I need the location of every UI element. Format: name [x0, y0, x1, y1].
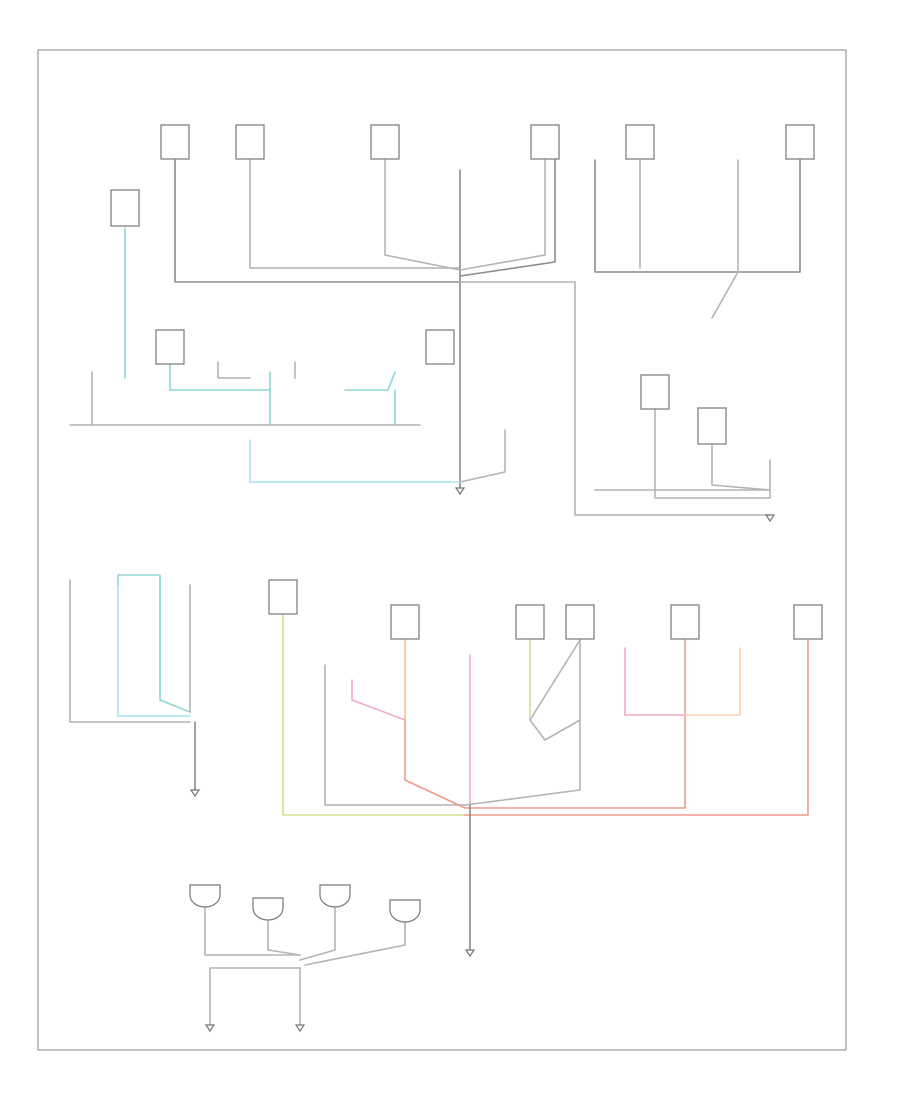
wire-left-cyan-5: [249, 439, 461, 483]
wire-col-3: [459, 159, 546, 271]
wire-col-2: [384, 159, 461, 271]
component-box: [565, 604, 595, 640]
component-box: [625, 124, 655, 160]
ground-arrow: [204, 1024, 216, 1033]
wire-mr-yellow: [282, 614, 466, 816]
ground-arrow: [454, 487, 466, 496]
wire-mr-red-bus: [404, 639, 686, 809]
component-box: [155, 329, 185, 365]
component-box: [785, 124, 815, 160]
component-box: [235, 124, 265, 160]
wire-mr-pink: [351, 679, 406, 721]
wire-mr-peach: [684, 647, 741, 716]
component-cup: [252, 897, 284, 921]
ground-arrow: [189, 789, 201, 798]
wire-top-bus-gray: [249, 159, 461, 269]
component-box: [370, 124, 400, 160]
component-box: [390, 604, 420, 640]
component-box: [697, 407, 727, 445]
wire-mr-gray-1: [324, 664, 466, 806]
wire-bottom-bus: [204, 904, 301, 956]
component-box: [670, 604, 700, 640]
middle-components: [268, 579, 823, 640]
component-box: [515, 604, 545, 640]
component-box: [425, 329, 455, 365]
component-cup: [389, 899, 421, 923]
bottom-section: [204, 904, 406, 1026]
component-cup: [319, 884, 351, 908]
component-box: [160, 124, 190, 160]
component-cup: [189, 884, 221, 908]
wire-mid-gray: [459, 429, 506, 483]
middle-left-section: [69, 574, 196, 791]
ground-points: [189, 487, 776, 1033]
wire-col-4: [459, 159, 556, 277]
wire-bottom-4: [304, 919, 406, 966]
wire-ml-gray-1: [69, 579, 191, 723]
component-box: [268, 579, 298, 615]
wire-right-diag: [711, 271, 739, 319]
wire-top-right-branch: [459, 281, 771, 516]
ground-arrow: [464, 949, 476, 958]
wire-mr-pink-3: [624, 647, 686, 716]
component-box: [793, 604, 823, 640]
middle-right-section: [282, 614, 809, 951]
wire-mr-red-far: [464, 639, 809, 816]
ground-arrow: [294, 1024, 306, 1033]
wire-right-bus: [594, 159, 801, 273]
wire-right-lower-2: [654, 409, 771, 499]
wire-bottom-3: [299, 904, 336, 961]
wire-top-bus-black: [174, 159, 461, 283]
component-box: [530, 124, 560, 160]
diagram-frame: [37, 49, 847, 1051]
wire-right-lower-3: [711, 444, 771, 491]
top-components: [110, 124, 815, 445]
component-box: [640, 374, 670, 410]
bottom-components: [189, 884, 421, 923]
wire-bottom-left-drop: [209, 967, 301, 1026]
wire-mr-gray-3: [464, 719, 581, 806]
wire-mr-gray-2: [529, 639, 581, 741]
top-section: [69, 159, 801, 516]
component-box: [110, 189, 140, 227]
wire-bottom-2: [267, 917, 301, 956]
wire-ml-cyan: [117, 574, 191, 713]
ground-arrow: [764, 514, 776, 523]
wire-left-cyan-bus: [169, 364, 271, 391]
wire-left-gray-2: [217, 361, 251, 379]
wire-left-cyan-3: [344, 371, 396, 391]
wire-ml-lightblue: [117, 584, 191, 717]
